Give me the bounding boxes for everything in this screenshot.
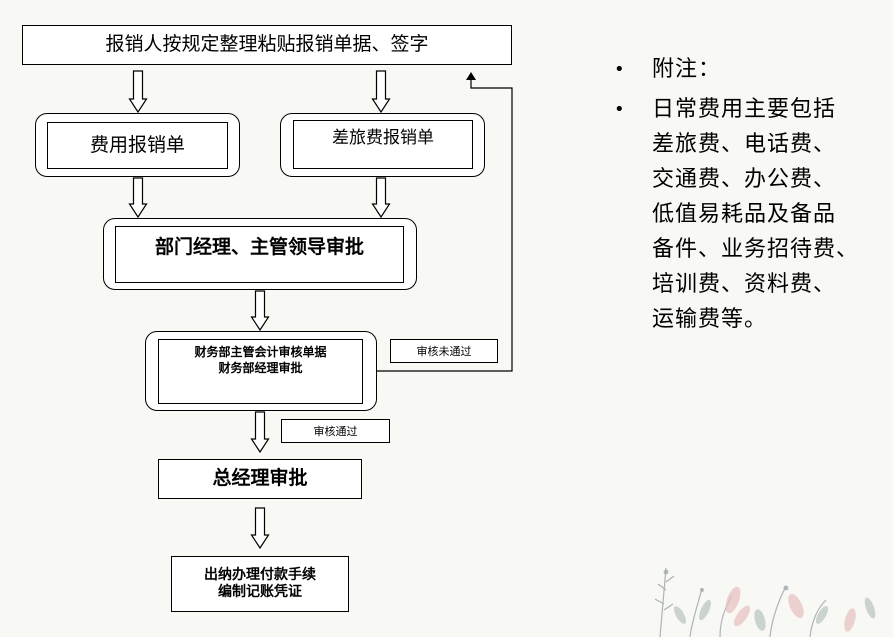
notes-body-line: 运输费等。 — [652, 307, 768, 332]
cashier-box: 出纳办理付款手续 编制记账凭证 — [171, 556, 349, 612]
notes-title-row: • 附注： — [612, 52, 882, 87]
notes-body-line: 交通费、办公费、 — [652, 167, 837, 192]
review-failed-tag: 审核未通过 — [390, 339, 498, 363]
finance-review-text-line1: 财务部主管会计审核单据 — [194, 345, 327, 359]
feedback-arrowhead — [466, 72, 476, 80]
gm-approval-box: 总经理审批 — [158, 459, 362, 499]
dept-approval-box: 部门经理、主管领导审批 — [115, 226, 404, 283]
arrow-finance-to-gm — [250, 411, 270, 454]
cashier-text-line1: 出纳办理付款手续 — [204, 566, 316, 583]
travel-form-text: 差旅费报销单 — [332, 128, 434, 148]
expense-form-text: 费用报销单 — [89, 134, 185, 157]
notes-panel: • 附注： • 日常费用主要包括 差旅费、电话费、 交通费、办公费、 低值易耗品… — [612, 52, 882, 337]
notes-bullet-2: • — [614, 99, 626, 120]
arrow-expense-to-dept — [128, 177, 148, 219]
travel-form-box: 差旅费报销单 — [293, 120, 473, 169]
notes-bullet-1: • — [614, 59, 626, 80]
expense-form-box: 费用报销单 — [47, 122, 228, 169]
arrow-dept-to-finance — [250, 290, 270, 332]
notes-body-line: 差旅费、电话费、 — [652, 132, 837, 157]
decorative-plants-illustration — [654, 567, 876, 637]
notes-body-line: 低值易耗品及备品 — [652, 202, 837, 227]
finance-review-text-line2: 财务部经理审批 — [218, 360, 303, 375]
arrow-travel-to-dept — [371, 177, 391, 219]
review-passed-tag: 审核通过 — [281, 419, 390, 443]
feedback-line — [376, 78, 513, 372]
review-passed-text: 审核通过 — [313, 425, 358, 438]
arrow-step1-to-travel — [371, 70, 391, 114]
finance-review-box: 财务部主管会计审核单据 财务部经理审批 — [158, 339, 363, 404]
notes-body-row: • 日常费用主要包括 差旅费、电话费、 交通费、办公费、 低值易耗品及备品 备件… — [612, 92, 882, 337]
submit-documents-text: 报销人按规定整理粘贴报销单据、签字 — [105, 33, 429, 56]
arrow-gm-to-cashier — [250, 507, 270, 550]
notes-title: 附注： — [652, 57, 722, 82]
submit-documents-box: 报销人按规定整理粘贴报销单据、签字 — [22, 25, 512, 65]
notes-body-line: 日常费用主要包括 — [652, 97, 837, 122]
cashier-text-line2: 编制记账凭证 — [218, 584, 302, 600]
notes-body-line: 备件、业务招待费、 — [652, 237, 860, 262]
review-failed-text: 审核未通过 — [416, 345, 472, 358]
dept-approval-text: 部门经理、主管领导审批 — [154, 236, 364, 258]
notes-body-line: 培训费、资料费、 — [652, 272, 837, 297]
arrow-step1-to-expense — [128, 70, 148, 114]
gm-approval-text: 总经理审批 — [212, 467, 308, 490]
